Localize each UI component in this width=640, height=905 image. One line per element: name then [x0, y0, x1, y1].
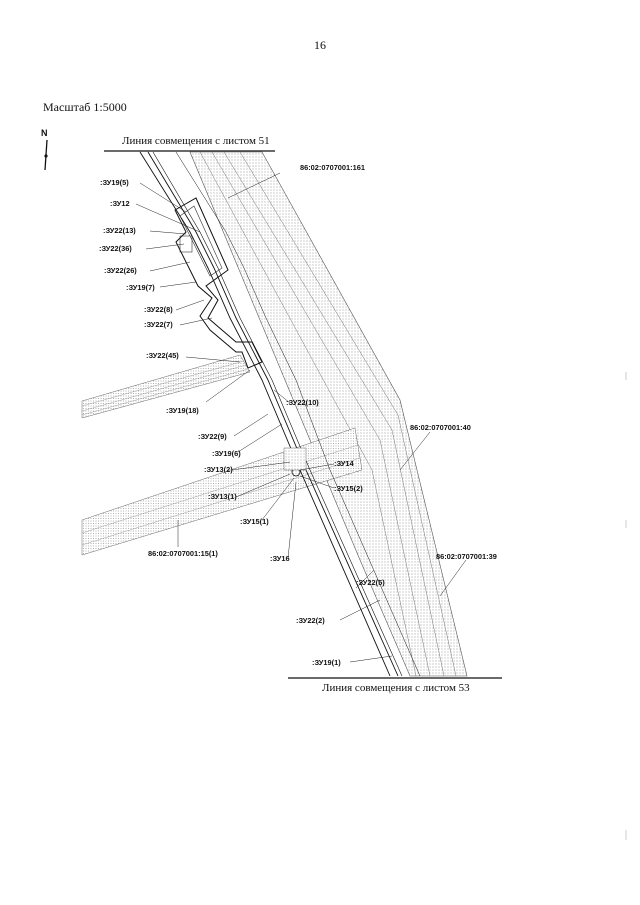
top-join-label: Линия совмещения с листом 51 [122, 135, 270, 147]
scale-label: Масштаб 1:5000 [43, 100, 127, 114]
label-zu22-13: :ЗУ22(13) [103, 226, 136, 235]
label-zu19-18: :ЗУ19(18) [166, 406, 199, 415]
label-zu22-9: :ЗУ22(9) [198, 432, 227, 441]
label-zu13-2: :ЗУ13(2) [204, 465, 233, 474]
north-arrow-icon: N [40, 128, 54, 172]
label-zu16: :ЗУ16 [270, 554, 290, 563]
parcel-area-40 [189, 151, 468, 677]
north-label: N [41, 128, 48, 138]
label-zu13-1: :ЗУ13(1) [208, 492, 237, 501]
parcel-outline-zu12 [174, 197, 263, 369]
label-zu22-2: :ЗУ22(2) [296, 616, 325, 625]
label-zu14: :ЗУ14 [334, 459, 355, 468]
label-zu19-5: :ЗУ19(5) [100, 178, 129, 187]
parcel-labels: 86:02:0707001:161 :ЗУ19(5) :ЗУ12 :ЗУ22(1… [99, 163, 497, 667]
label-parcel-15-1: 86:02:0707001:15(1) [148, 549, 218, 558]
label-zu22-7: :ЗУ22(7) [144, 320, 173, 329]
label-parcel-39: 86:02:0707001:39 [436, 552, 497, 561]
label-parcel-40: 86:02:0707001:40 [410, 423, 471, 432]
label-zu19-6: :ЗУ19(6) [212, 449, 241, 458]
corridor-lines [199, 151, 457, 677]
leader-lines [135, 172, 467, 663]
label-zu19-1: :ЗУ19(1) [312, 658, 341, 667]
label-zu22-10: :ЗУ22(10) [286, 398, 319, 407]
label-zu22-26: :ЗУ22(26) [104, 266, 137, 275]
strip-zu19-18 [81, 354, 251, 419]
label-zu15-2: :ЗУ15(2) [334, 484, 363, 493]
page-number: 16 [314, 38, 326, 52]
bottom-join-label: Линия совмещения с листом 53 [322, 682, 470, 694]
label-zu22-5: :ЗУ22(5) [356, 578, 385, 587]
label-zu15-1: :ЗУ15(1) [240, 517, 269, 526]
label-zu19-7: :ЗУ19(7) [126, 283, 155, 292]
label-parcel-161: 86:02:0707001:161 [300, 163, 365, 172]
label-zu22-8: :ЗУ22(8) [144, 305, 173, 314]
label-zu22-45: :ЗУ22(45) [146, 351, 179, 360]
label-zu12: :ЗУ12 [110, 199, 130, 208]
label-zu22-36: :ЗУ22(36) [99, 244, 132, 253]
